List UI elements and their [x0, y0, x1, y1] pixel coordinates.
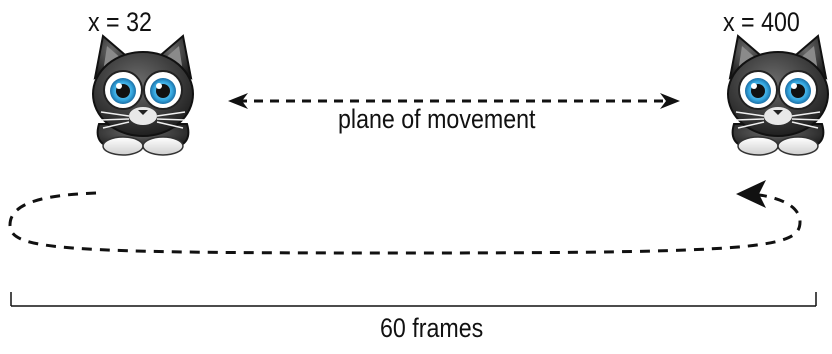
loop-arrowhead: [736, 180, 766, 208]
cat-face-icon-left: [92, 35, 194, 156]
movement-label: plane of movement: [338, 104, 536, 134]
right-position-label: x = 400: [723, 7, 800, 37]
duration-label: 60 frames: [380, 313, 484, 343]
duration-bracket: [10, 292, 817, 307]
cat-face-icon-right: [727, 35, 829, 156]
left-position-label: x = 32: [88, 7, 152, 37]
loop-path: [8, 191, 802, 255]
